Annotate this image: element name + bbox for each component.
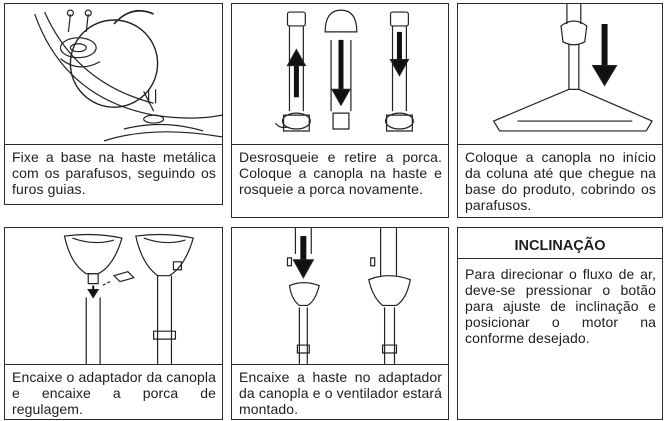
step-4-panel: Encaixe o adaptador da canopla e encaixe… <box>4 227 223 420</box>
step-5-illustration <box>232 228 448 365</box>
step-2-illustration <box>232 4 448 145</box>
tilt-tip-divider <box>458 258 662 259</box>
step-1-caption: Fixe a base na haste metálica com os par… <box>12 149 216 197</box>
step-4-caption: Encaixe o adaptador da canopla e encaixe… <box>12 369 216 417</box>
tilt-tip-text: Para direcionar o fluxo de ar, deve-se p… <box>465 266 656 346</box>
step-3-caption: Coloque a canopla no início da coluna at… <box>465 149 656 213</box>
step-3-panel: Coloque a canopla no início da coluna at… <box>457 3 663 218</box>
tilt-tip-title: INCLINAÇÃO <box>514 238 606 254</box>
step-3-illustration <box>458 4 662 145</box>
tilt-tip-panel: INCLINAÇÃO Para direcionar o fluxo de ar… <box>457 227 663 420</box>
step-2-panel: Desrosqueie e retire a porca. Coloque a … <box>231 3 449 218</box>
step-5-panel: Encaixe a haste no adaptador da canopla … <box>231 227 449 420</box>
step-1-panel: Fixe a base na haste metálica com os par… <box>4 3 223 205</box>
step-5-caption: Encaixe a haste no adaptador da canopla … <box>239 369 442 417</box>
step-2-caption: Desrosqueie e retire a porca. Coloque a … <box>239 149 442 197</box>
step-4-illustration <box>5 228 222 365</box>
step-1-illustration <box>5 4 222 145</box>
